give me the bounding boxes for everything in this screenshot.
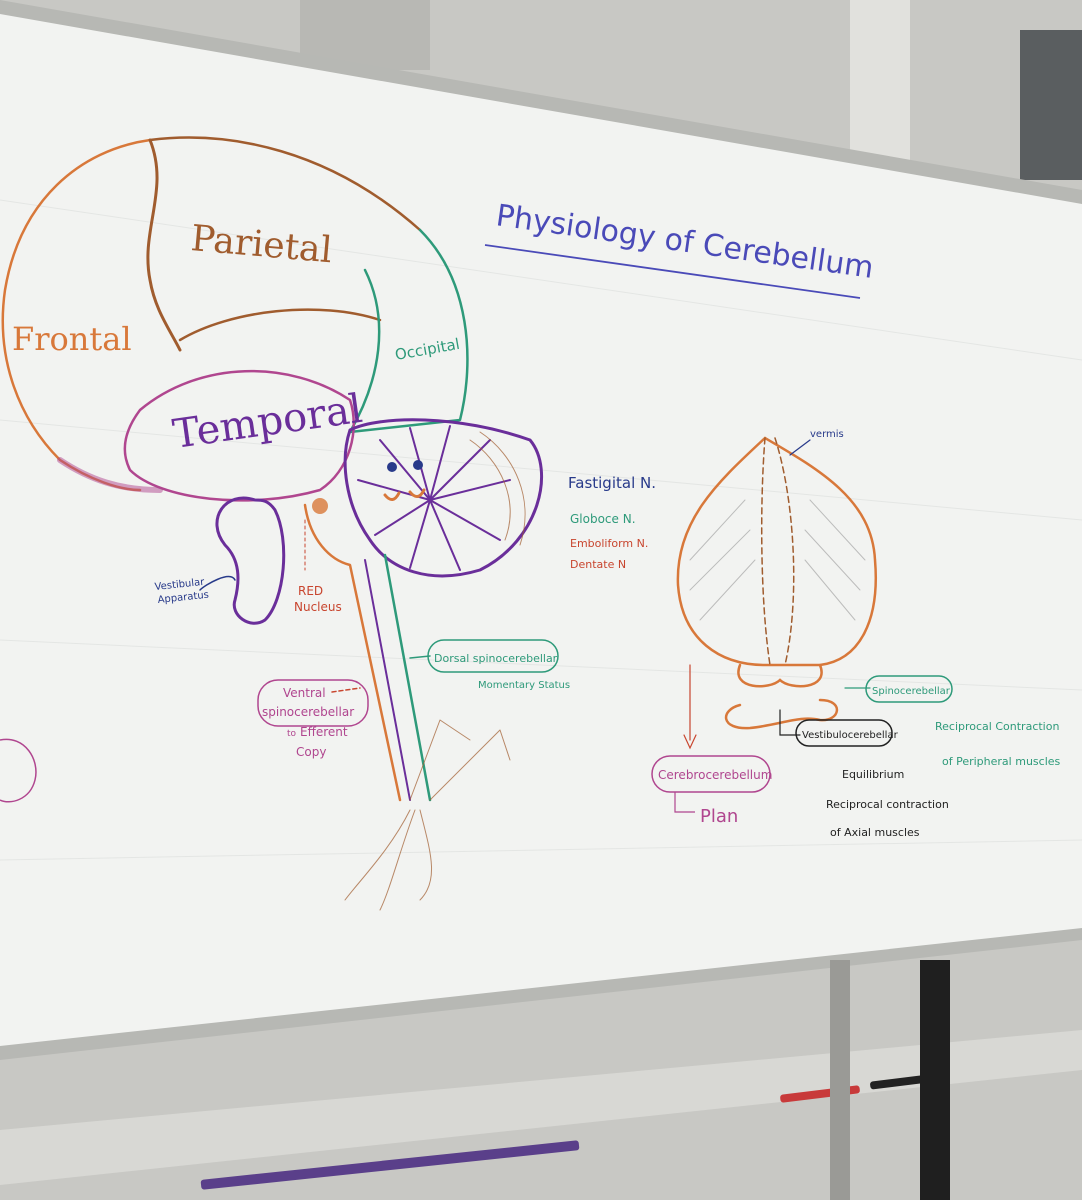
ventral-bubble (257, 679, 369, 727)
label-vestibular-1: Vestibular (154, 577, 206, 593)
board-grid (0, 199, 1082, 861)
label-reciprocal-1: Reciprocal Contraction (935, 720, 1059, 733)
wall-pillar (850, 0, 910, 170)
stand-post (830, 960, 850, 1200)
nucleus-fastigial: Fastigital N. (568, 474, 656, 492)
label-cerebro: Cerebrocerebellum (658, 768, 772, 782)
label-red-2: Nucleus (294, 600, 342, 614)
label-vestibulo: Vestibulocerebellar (802, 730, 899, 741)
label-axial-2: of Axial muscles (830, 826, 920, 839)
label-vermis: vermis (810, 429, 844, 440)
spino-bubble (865, 675, 953, 703)
label-dorsal: Dorsal spinocerebellar (434, 652, 558, 665)
label-axial-1: Reciprocal contraction (826, 798, 949, 811)
label-dorsal-sub: Momentary Status (478, 680, 570, 691)
vestibulo-bubble (795, 719, 893, 747)
label-ventral-prefix: to (287, 729, 297, 739)
marker-row[interactable] (200, 1140, 580, 1190)
cerebellum-drawing (676, 436, 877, 750)
label-ventral-1: Ventral (283, 686, 326, 700)
partial-bubble-left (0, 738, 37, 803)
label-equilibrium: Equilibrium (842, 768, 904, 781)
nucleus-dentate: Dentate N (570, 558, 626, 571)
label-ventral-4: Copy (296, 745, 326, 759)
black-marker[interactable] (870, 1074, 931, 1090)
wall-device (1020, 30, 1082, 180)
label-ventral-2: spinocerebellar (262, 705, 354, 719)
title-underline (484, 244, 861, 299)
board-surface (0, 14, 1082, 1046)
label-ventral-3: Efferent (300, 725, 348, 739)
label-spinocerebellar: Spinocerebellar (872, 686, 951, 697)
lobe-frontal: Frontal (12, 320, 132, 358)
label-red-1: RED (298, 584, 323, 598)
plan-arrow (674, 792, 695, 813)
nucleus-globose: Globoce N. (570, 512, 636, 526)
label-vestibular-2: Apparatus (157, 590, 209, 606)
label-plan: Plan (700, 806, 738, 827)
label-reciprocal-2: of Peripheral muscles (942, 755, 1061, 768)
marker-tray (0, 1030, 1082, 1185)
bubbles (257, 639, 953, 793)
nucleus-emboliform: Emboliform N. (570, 537, 648, 550)
stand-leg (920, 960, 950, 1200)
cerebro-bubble (651, 755, 771, 793)
brain-drawing (1, 136, 544, 911)
dorsal-bubble (427, 639, 559, 673)
